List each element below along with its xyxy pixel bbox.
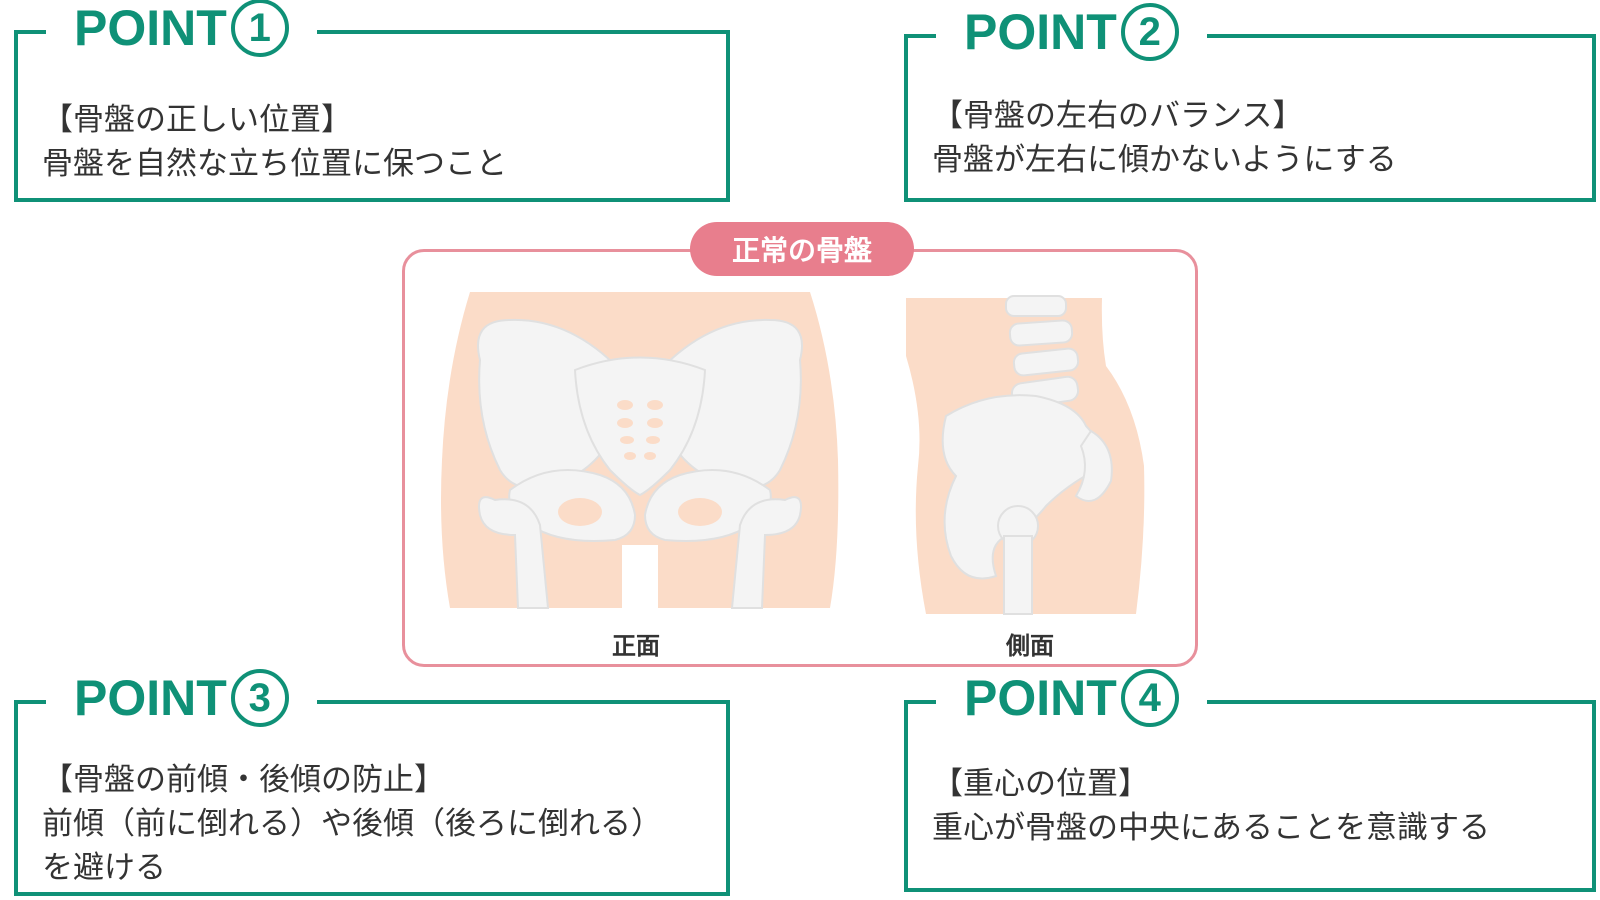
point-label: POINT [964,4,1117,60]
left-femur [478,496,550,609]
point-label: POINT [74,670,227,726]
point-box-3: POINT 3 【骨盤の前傾・後傾の防止】 前傾（前に倒れる）や後傾（後ろに倒れ… [14,666,730,896]
front-caption: 正面 [612,632,660,660]
point-number-circle: 1 [230,0,289,57]
point-heading: 【骨盤の正しい位置】 [42,102,352,138]
front-leg-gap [622,545,658,608]
point-line: 骨盤を自然な立ち位置に保つこと [42,146,507,182]
pelvis-side-illustration [906,295,1145,615]
point-number-circle: 3 [230,669,289,727]
point-heading: 【重心の位置】 [932,766,1149,802]
point-text-4: 【重心の位置】 重心が骨盤の中央にあることを意識する [932,762,1574,850]
point-label: POINT [964,670,1117,726]
point-title-4: POINT 4 [936,666,1207,730]
point-number-circle: 2 [1120,3,1179,61]
point-box-2: POINT 2 【骨盤の左右のバランス】 骨盤が左右に傾かないようにする [904,0,1596,202]
point-text-2: 【骨盤の左右のバランス】 骨盤が左右に傾かないようにする [932,94,1574,182]
point-text-1: 【骨盤の正しい位置】 骨盤を自然な立ち位置に保つこと [42,98,708,186]
point-box-4: POINT 4 【重心の位置】 重心が骨盤の中央にあることを意識する [904,666,1596,892]
sacrum [573,356,707,497]
point-title-2: POINT 2 [936,0,1207,64]
diagram-label-badge: 正常の骨盤 [690,222,914,276]
point-title-3: POINT 3 [46,666,317,730]
point-line: 骨盤が左右に傾かないようにする [932,142,1397,178]
pelvis-front-illustration [441,292,839,609]
point-label: POINT [74,0,227,56]
sacrum-side [1074,429,1113,502]
point-line: 重心が骨盤の中央にあることを意識する [932,810,1490,846]
point-heading: 【骨盤の左右のバランス】 [932,98,1304,134]
point-box-1: POINT 1 【骨盤の正しい位置】 骨盤を自然な立ち位置に保つこと [14,0,730,202]
point-text-3: 【骨盤の前傾・後傾の防止】 前傾（前に倒れる）や後傾（後ろに倒れる）を避ける [42,758,666,890]
side-caption: 側面 [1006,632,1054,660]
point-number-circle: 4 [1120,669,1179,727]
side-femur [1003,535,1033,615]
point-heading: 【骨盤の前傾・後傾の防止】 [42,762,445,798]
point-line: 前傾（前に倒れる）や後傾（後ろに倒れる）を避ける [42,806,662,886]
point-title-1: POINT 1 [46,0,317,60]
right-femur [730,496,802,609]
